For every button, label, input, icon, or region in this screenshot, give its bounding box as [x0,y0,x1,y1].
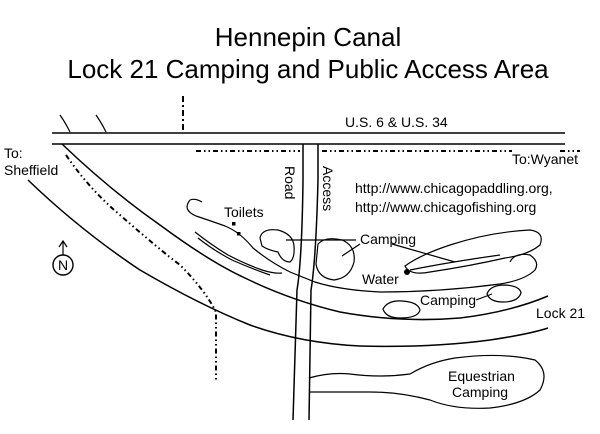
north-label: N [58,257,68,273]
map-title-line2: Lock 21 Camping and Public Access Area [67,54,549,84]
to-wyanet-label: To:Wyanet [512,151,578,167]
lock-21-label: Lock 21 [536,305,585,321]
access-road [292,144,319,421]
property-boundary [65,150,580,382]
highway-label: U.S. 6 & U.S. 34 [345,114,448,130]
camping-area-2 [382,284,522,319]
toilet-marker-1 [232,222,236,226]
map-title-line1: Hennepin Canal [215,22,401,52]
camping-label-2: Camping [420,292,476,308]
water-marker [404,269,410,275]
toilets-label: Toilets [224,204,264,220]
to-sheffield-label-1: To: [4,145,23,161]
road-label-road: Road [282,166,298,199]
camping-label-1: Camping [360,231,416,247]
highway [52,96,565,145]
camping-area-1 [259,229,355,281]
north-arrow-icon: N [52,239,74,276]
url-line-2: http://www.chicagofishing.org [355,199,536,215]
equestrian-label-1: Equestrian [448,368,515,384]
toilet-marker-2 [237,232,241,236]
equestrian-label-2: Camping [452,384,508,400]
parking-loop [186,198,542,293]
road-label-access: Access [320,166,336,211]
url-line-1: http://www.chicagopaddling.org, [355,180,553,196]
canal [27,143,549,348]
equestrian-area [308,354,545,409]
to-sheffield-label-2: Sheffield [4,162,58,178]
water-label: Water [362,271,399,287]
